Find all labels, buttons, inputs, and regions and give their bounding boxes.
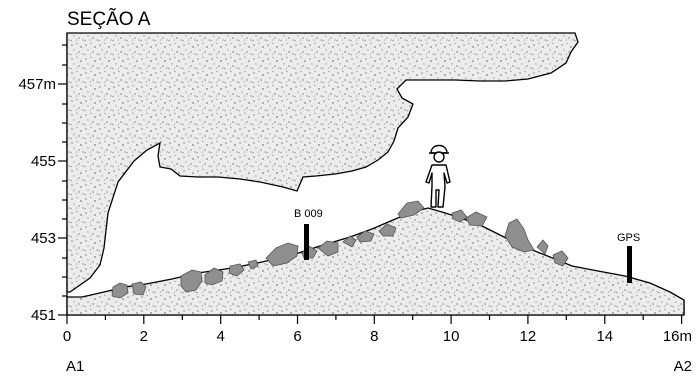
b009-label: B 009 [294,208,323,220]
boulders [111,200,569,299]
y-tick-label-451: 451 [31,307,56,324]
x-tick-label-14: 14 [596,328,613,345]
caver-figure-icon [425,144,451,208]
ceiling-rock [66,32,579,293]
endpoint-start-label: A1 [66,358,84,375]
gps-label: GPS [617,232,640,244]
x-tick-label-2: 2 [140,328,148,345]
x-tick-label-16m: 16m [663,328,692,345]
gps-marker [627,246,632,283]
x-tick-label-4: 4 [217,328,225,345]
floor-rock [66,207,685,316]
y-tick-label-457: 457m [18,76,56,93]
b009-marker [304,224,309,260]
x-tick-label-6: 6 [293,328,301,345]
x-axis-ticks [66,315,683,324]
x-tick-label-0: 0 [63,328,71,345]
x-tick-label-8: 8 [370,328,378,345]
section-title: SEÇÃO A [67,8,151,30]
y-tick-label-453: 453 [31,230,56,247]
x-tick-label-10: 10 [443,328,460,345]
x-tick-label-12: 12 [520,328,537,345]
y-tick-label-455: 455 [31,153,56,170]
y-axis-ticks [58,44,67,316]
endpoint-end-label: A2 [674,358,692,375]
